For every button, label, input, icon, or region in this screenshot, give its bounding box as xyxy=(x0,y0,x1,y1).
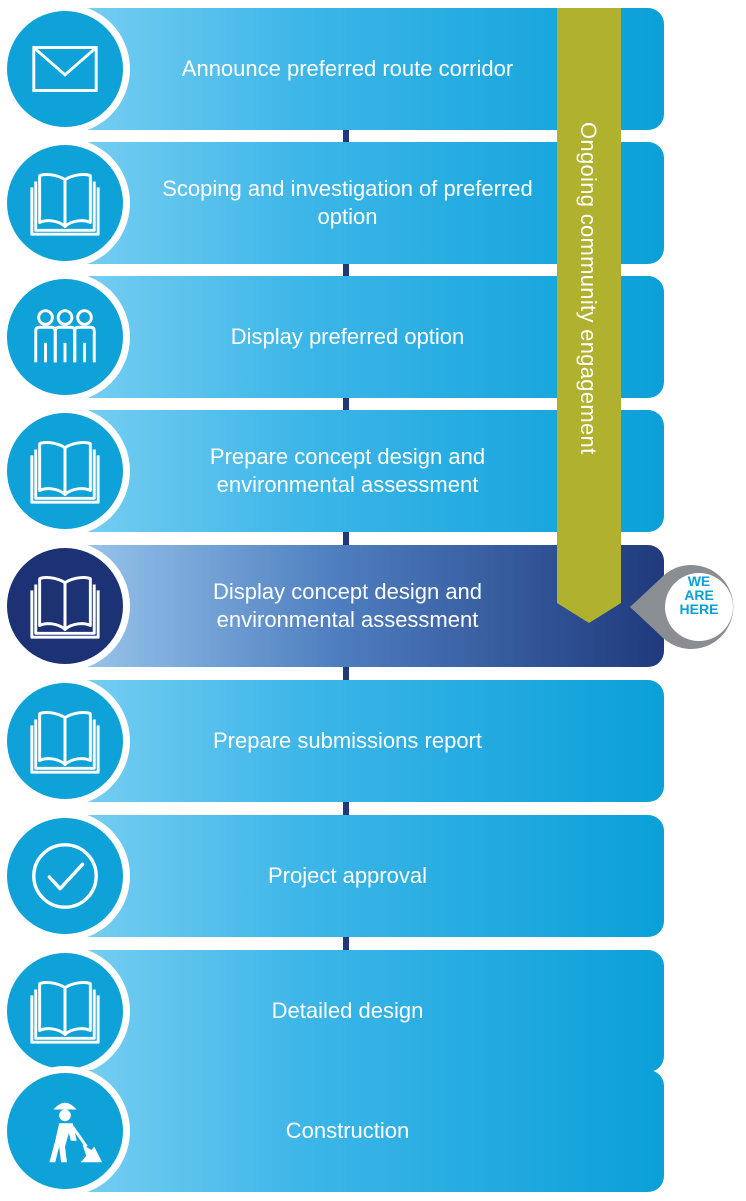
step-scoping: Scoping and investigation of preferred o… xyxy=(0,138,746,268)
step-announce-route: Announce preferred route corridor xyxy=(0,4,746,134)
step-submissions-report: Prepare submissions report xyxy=(0,676,746,806)
banner-text: Ongoing community engagement xyxy=(576,122,601,455)
we-are-here-marker: WE ARE HERE xyxy=(630,557,740,657)
checkmark-icon xyxy=(32,843,98,909)
book-icon xyxy=(30,711,100,774)
step-icon-circle xyxy=(0,406,130,536)
book-icon xyxy=(30,981,100,1044)
step-icon-circle xyxy=(0,676,130,806)
book-icon xyxy=(30,173,100,236)
step-label: Prepare concept design and environmental… xyxy=(209,444,486,497)
step-label: Display preferred option xyxy=(230,324,465,349)
step-construction: Construction xyxy=(0,1066,746,1196)
step-label: Scoping and investigation of preferred o… xyxy=(162,176,533,229)
step-icon-circle xyxy=(0,946,130,1076)
step-box xyxy=(60,815,664,937)
marker-shape xyxy=(630,565,734,649)
step-label: Prepare submissions report xyxy=(212,728,482,753)
book-icon xyxy=(30,441,100,504)
step-label: Project approval xyxy=(268,863,427,888)
construction-worker-icon xyxy=(49,1102,103,1163)
step-project-approval: Project approval xyxy=(0,811,746,941)
step-icon-circle xyxy=(0,4,130,134)
step-prepare-concept: Prepare concept design and environmental… xyxy=(0,406,746,536)
step-box xyxy=(60,950,664,1072)
step-icon-circle xyxy=(0,138,130,268)
step-label: Detailed design xyxy=(271,998,424,1023)
community-engagement-banner xyxy=(557,8,621,623)
step-icon-circle xyxy=(0,811,130,941)
step-detailed-design: Detailed design xyxy=(0,946,746,1076)
step-label: Display concept design and environmental… xyxy=(212,579,483,632)
step-icon-circle xyxy=(0,272,130,402)
step-icon-circle xyxy=(0,1066,130,1196)
step-label: Construction xyxy=(285,1118,410,1143)
step-label: Announce preferred route corridor xyxy=(181,56,514,81)
envelope-icon xyxy=(32,46,98,92)
step-icon-circle xyxy=(0,541,130,671)
step-box xyxy=(60,1070,664,1192)
people-icon xyxy=(34,309,96,363)
step-box xyxy=(60,680,664,802)
step-display-preferred: Display preferred option xyxy=(0,272,746,402)
book-icon xyxy=(30,576,100,639)
we-are-here-label: WE ARE HERE xyxy=(679,573,719,617)
